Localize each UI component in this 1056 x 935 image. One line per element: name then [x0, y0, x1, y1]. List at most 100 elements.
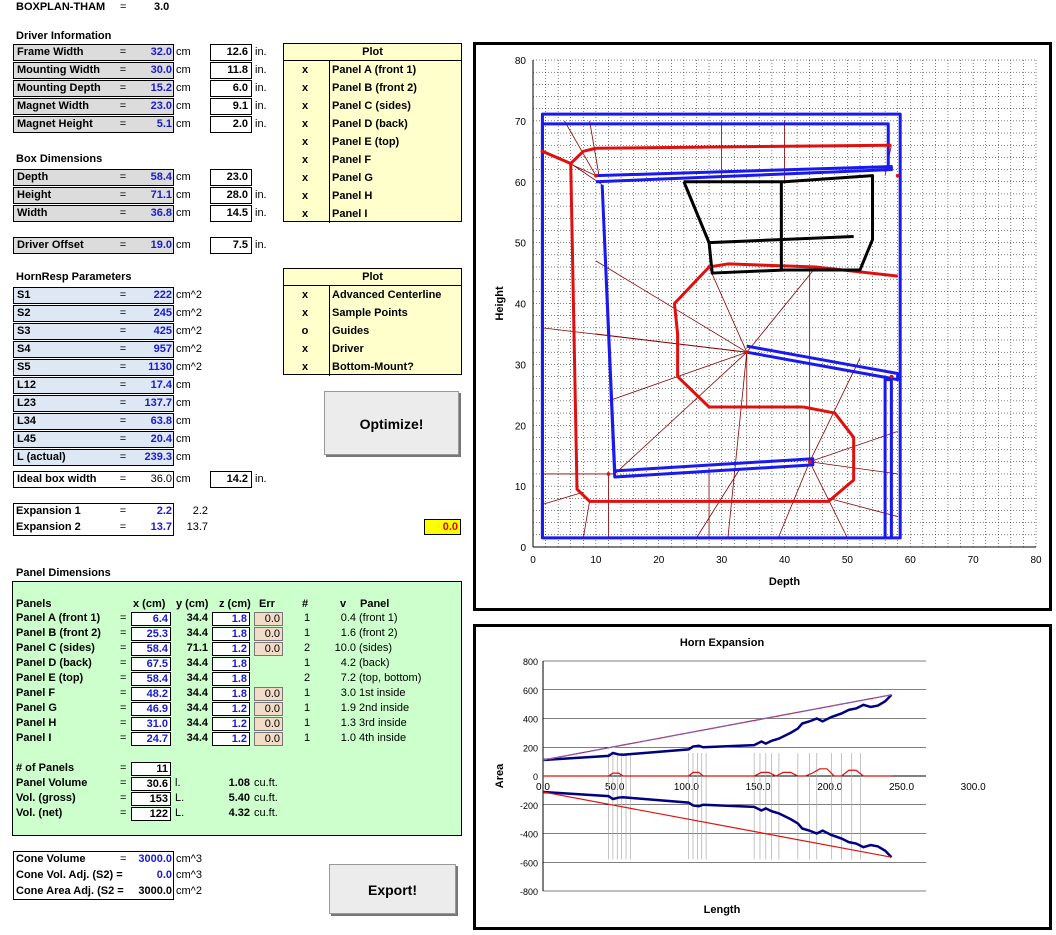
optimize-button[interactable]: Optimize! — [324, 391, 459, 455]
panel-row-v: 0.4 — [340, 612, 356, 624]
hornresp-row-5-value[interactable]: 17.4 — [150, 379, 172, 391]
plot-panel-option-mark[interactable]: x — [301, 82, 309, 94]
driver-row-4-value[interactable]: 5.1 — [156, 118, 172, 130]
panel-row-y: 71.1 — [186, 642, 208, 654]
box-row-0-value[interactable]: 58.4 — [150, 171, 172, 183]
panel-summary-label: Vol. (gross) — [16, 792, 76, 804]
hornresp-row-2-value[interactable]: 425 — [153, 325, 172, 337]
x-tick-label: 70 — [968, 555, 980, 566]
plot-panel-option-mark[interactable]: x — [301, 208, 309, 220]
ideal-box-width-inches: 14.2 — [210, 471, 252, 488]
plot-panel-option-mark[interactable]: x — [301, 64, 309, 76]
plot-display-option-0[interactable]: x Advanced Centerline — [283, 286, 462, 304]
box-row-1-value[interactable]: 71.1 — [150, 189, 172, 201]
hornresp-row-0-value[interactable]: 222 — [153, 289, 172, 301]
plot-panel-option-mark[interactable]: x — [301, 172, 309, 184]
plot-panel-option-mark[interactable]: x — [301, 190, 309, 202]
hornresp-row-1-value[interactable]: 245 — [153, 307, 172, 319]
cone-value-1[interactable]: 0.0 — [156, 869, 172, 881]
panel-row-z[interactable]: 1.8 — [212, 612, 250, 626]
panel-row-z[interactable]: 1.8 — [212, 672, 250, 686]
plot-display-option-mark[interactable]: x — [301, 307, 309, 319]
plot-display-option-mark[interactable]: x — [301, 343, 309, 355]
guide-line — [595, 333, 747, 353]
panel-row-x[interactable]: 6.4 — [131, 612, 171, 626]
plot-panel-option-mark[interactable]: x — [301, 118, 309, 130]
panel-summary-cuft: 5.40 — [228, 792, 250, 804]
panel-row-z[interactable]: 1.8 — [212, 657, 250, 671]
panel-row-name: Panel C (sides) — [16, 642, 95, 654]
panel-row-x[interactable]: 67.5 — [131, 657, 171, 671]
sample-point — [744, 350, 749, 355]
hornresp-row-3-value[interactable]: 957 — [153, 343, 172, 355]
panel-row-y: 34.4 — [186, 732, 208, 744]
panel-row-err: 0.0 — [254, 732, 283, 746]
panel-row-x[interactable]: 31.0 — [131, 717, 171, 731]
panel-row-y: 34.4 — [186, 612, 208, 624]
plot-display-option-mark[interactable]: o — [301, 325, 309, 337]
panel-row-z[interactable]: 1.8 — [212, 687, 250, 701]
panel-summary-label: Vol. (net) — [16, 807, 63, 819]
box-row-2-value[interactable]: 36.8 — [150, 207, 172, 219]
plot-display-option-mark[interactable]: x — [301, 361, 309, 373]
driver-row-2-value[interactable]: 15.2 — [150, 82, 172, 94]
sample-point — [594, 173, 598, 178]
panel-row-x[interactable]: 48.2 — [131, 687, 171, 701]
panels-header-5: # — [302, 598, 309, 610]
panel-row-x[interactable]: 58.4 — [131, 642, 171, 656]
sample-point — [540, 149, 545, 154]
driver-row-0-value[interactable]: 32.0 — [150, 46, 172, 58]
driver-row-1-value[interactable]: 30.0 — [150, 64, 172, 76]
plot-panel-option-mark[interactable]: x — [301, 100, 309, 112]
hornresp-row-7-value[interactable]: 63.8 — [150, 415, 172, 427]
guide-line — [746, 266, 817, 353]
panel-row-z[interactable]: 1.2 — [212, 732, 250, 746]
panel-summary-cuft: 1.08 — [228, 777, 250, 789]
driver-row-3-value[interactable]: 23.0 — [150, 100, 172, 112]
driver-row-0-inches: 12.6 — [210, 44, 252, 61]
expansion-value-0[interactable]: 2.2 — [156, 505, 172, 517]
panel-row-x[interactable]: 58.4 — [131, 672, 171, 686]
panel-row-z[interactable]: 1.8 — [212, 627, 250, 641]
panel-row-v: 10.0 — [334, 642, 356, 654]
plot-panels-box — [283, 43, 462, 222]
hornresp-row-4-value[interactable]: 1130 — [148, 361, 172, 373]
panel-row-z[interactable]: 1.2 — [212, 702, 250, 716]
panel-row-x[interactable]: 46.9 — [131, 702, 171, 716]
panel-row-v: 1.0 — [340, 732, 356, 744]
plot-display-option-label: Advanced Centerline — [329, 286, 441, 304]
panel-row-x[interactable]: 24.7 — [131, 732, 171, 746]
plot-panel-option-mark[interactable]: x — [301, 154, 309, 166]
cone-value-0[interactable]: 3000.0 — [138, 853, 172, 865]
driver-offset-value[interactable]: 19.0 — [150, 239, 172, 251]
layout-series-7 — [569, 163, 856, 503]
hornresp-row-8-value[interactable]: 20.4 — [150, 433, 172, 445]
plot-panel-option-mark[interactable]: x — [301, 136, 309, 148]
panel-row-z[interactable]: 1.2 — [212, 642, 250, 656]
panel-row-count: 1 — [304, 732, 311, 744]
panel-row-x[interactable]: 25.3 — [131, 627, 171, 641]
plot-display-option-mark[interactable]: x — [301, 289, 309, 301]
panel-row-z[interactable]: 1.2 — [212, 717, 250, 731]
box-row-1-label: Height — [13, 187, 174, 204]
expansion-value-1[interactable]: 13.7 — [150, 521, 172, 533]
hornresp-row-9-value[interactable]: 239.3 — [144, 451, 172, 463]
export-button[interactable]: Export! — [329, 864, 456, 914]
cone-value-2[interactable]: 3000.0 — [138, 885, 172, 897]
expansion-extra-0: 2.2 — [192, 505, 208, 517]
hornresp-row-6-value[interactable]: 137.7 — [144, 397, 172, 409]
